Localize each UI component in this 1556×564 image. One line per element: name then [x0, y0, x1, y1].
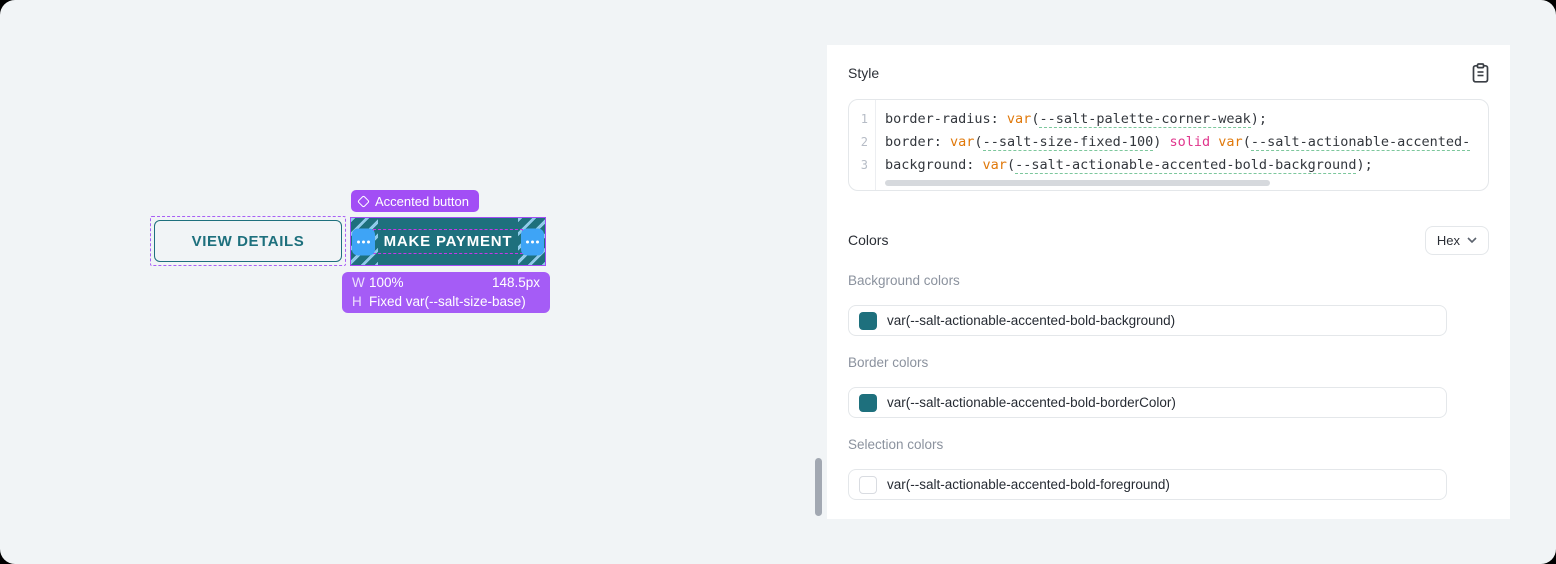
border-color-value: var(--salt-actionable-accented-bold-bord… [887, 395, 1176, 410]
background-color-value: var(--salt-actionable-accented-bold-back… [887, 313, 1176, 328]
border-colors-label: Border colors [848, 355, 929, 370]
view-details-button[interactable]: VIEW DETAILS [154, 220, 342, 262]
color-format-dropdown[interactable]: Hex [1424, 225, 1489, 255]
ellipsis-icon [362, 240, 365, 243]
background-color-swatch [859, 311, 877, 330]
copy-styles-button[interactable] [1472, 63, 1489, 83]
selection-color-row[interactable]: var(--salt-actionable-accented-bold-fore… [848, 469, 1447, 500]
clipboard-icon [1472, 63, 1489, 83]
inspector-panel: Style 1 2 3 border-radius: var(--salt-p [827, 45, 1510, 519]
style-section-header: Style [848, 62, 1489, 84]
component-badge[interactable]: Accented button [351, 190, 479, 212]
colors-section-header: Colors Hex [848, 225, 1489, 255]
component-diamond-icon [357, 194, 370, 208]
height-value: Fixed var(--salt-size-base) [369, 294, 526, 309]
code-line-numbers: 1 2 3 [849, 100, 876, 190]
make-payment-button[interactable]: MAKE PAYMENT [350, 217, 546, 266]
resize-handle-right[interactable] [521, 228, 544, 255]
width-value: 100% [369, 275, 404, 290]
horizontal-scrollbar-thumb[interactable] [885, 180, 1270, 186]
width-key: W [352, 275, 365, 290]
component-badge-label: Accented button [375, 193, 469, 209]
width-pixels: 148.5px [491, 275, 540, 290]
resize-handle-left[interactable] [352, 228, 375, 255]
selection-colors-label: Selection colors [848, 437, 944, 452]
selection-color-swatch [859, 475, 877, 494]
height-key: H [352, 294, 362, 309]
chevron-down-icon [1467, 237, 1477, 243]
view-details-selection-outline: VIEW DETAILS [150, 216, 346, 266]
style-code-block: 1 2 3 border-radius: var(--salt-palette-… [848, 99, 1489, 191]
border-color-row[interactable]: var(--salt-actionable-accented-bold-bord… [848, 387, 1447, 418]
border-color-swatch [859, 393, 877, 412]
code-line-3: background: var(--salt-actionable-accent… [885, 157, 1373, 174]
colors-section-title: Colors [848, 232, 889, 248]
background-colors-label: Background colors [848, 273, 960, 288]
vertical-scrollbar-thumb[interactable] [815, 458, 822, 516]
code-line-1: border-radius: var(--salt-palette-corner… [885, 111, 1268, 128]
code-line-2: border: var(--salt-size-fixed-100) solid… [885, 134, 1471, 151]
style-section-title: Style [848, 65, 880, 81]
ellipsis-icon [531, 240, 534, 243]
color-format-value: Hex [1436, 232, 1460, 248]
background-color-row[interactable]: var(--salt-actionable-accented-bold-back… [848, 305, 1447, 336]
size-tooltip: W 100% 148.5px H Fixed var(--salt-size-b… [342, 272, 550, 313]
make-payment-label: MAKE PAYMENT [372, 229, 524, 254]
code-lines: border-radius: var(--salt-palette-corner… [876, 100, 1488, 190]
selection-color-value: var(--salt-actionable-accented-bold-fore… [887, 477, 1170, 492]
